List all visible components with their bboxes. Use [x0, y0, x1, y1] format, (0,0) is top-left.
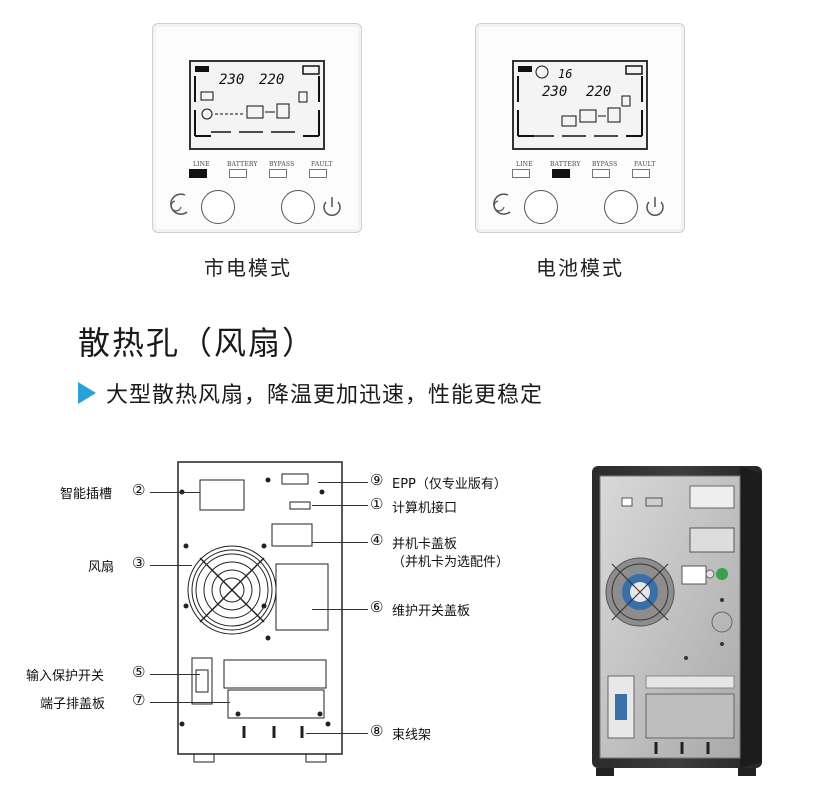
svg-text:230: 230 [219, 72, 244, 88]
line-mode-caption: 市电模式 [204, 256, 292, 280]
callout-input-breaker: 输入保护开关 [26, 669, 105, 684]
led-line [189, 169, 207, 178]
leader-line [312, 542, 368, 543]
num-2: ② [132, 481, 146, 499]
leader-line [318, 482, 368, 483]
battery-mode-panel: 16 230 220 LINE BATTERY BYPASS FAULT [475, 23, 685, 233]
leader-line [150, 674, 200, 675]
callout-parallel-card-note: （并机卡为选配件） [392, 555, 510, 570]
led-label-fault: FAULT [311, 161, 333, 168]
leader-line [150, 492, 200, 493]
triangle-bullet-icon [78, 382, 96, 404]
led-label-battery: BATTERY [550, 161, 581, 168]
line-mode-panel: 230 220 LINE BATTERY BYPASS FAULT [152, 23, 362, 233]
callout-computer-interface: 计算机接口 [392, 501, 458, 516]
battery-mode-caption: 电池模式 [536, 256, 624, 280]
feature-bullet: 大型散热风扇，降温更加迅速，性能更稳定 [78, 377, 543, 409]
callout-maintenance-cover: 维护开关盖板 [392, 604, 471, 619]
svg-text:16: 16 [558, 67, 572, 81]
led-label-battery: BATTERY [227, 161, 258, 168]
leader-line [150, 565, 192, 566]
led-line [512, 169, 530, 178]
led-fault [632, 169, 650, 178]
mute-button[interactable] [524, 190, 558, 224]
led-label-line: LINE [193, 161, 210, 168]
lcd-segments-icon: 230 220 [194, 65, 320, 137]
lcd-display: 16 230 220 [512, 60, 648, 150]
led-battery [229, 169, 247, 178]
led-label-bypass: BYPASS [592, 161, 618, 168]
svg-text:230: 230 [542, 84, 567, 100]
power-button[interactable] [281, 190, 315, 224]
mute-icon [170, 193, 188, 215]
num-3: ③ [132, 554, 146, 572]
led-fault [309, 169, 327, 178]
feature-text: 大型散热风扇，降温更加迅速，性能更稳定 [106, 383, 544, 408]
callout-fan: 风扇 [88, 560, 115, 575]
led-battery [552, 169, 570, 178]
num-9: ⑨ [370, 471, 384, 489]
lcd-segments-icon: 16 230 220 [517, 65, 643, 137]
num-1: ① [370, 495, 384, 513]
callout-cable-rack: 束线架 [392, 728, 432, 743]
num-4: ④ [370, 531, 384, 549]
num-7: ⑦ [132, 691, 146, 709]
svg-text:220: 220 [259, 72, 284, 88]
lcd-display: 230 220 [189, 60, 325, 150]
led-label-fault: FAULT [634, 161, 656, 168]
leader-line [150, 702, 230, 703]
fan-grille-icon [183, 543, 277, 635]
num-8: ⑧ [370, 722, 384, 740]
power-icon [323, 197, 341, 217]
callout-smart-slot: 智能插槽 [60, 487, 113, 502]
svg-text:220: 220 [586, 84, 611, 100]
callout-parallel-card-cover: 并机卡盖板 [392, 537, 458, 552]
num-5: ⑤ [132, 663, 146, 681]
leader-line [312, 505, 368, 506]
section-title: 散热孔（风扇） [78, 324, 317, 362]
callout-terminal-cover: 端子排盖板 [40, 697, 106, 712]
led-label-line: LINE [516, 161, 533, 168]
rear-panel-diagram [177, 461, 343, 763]
led-label-bypass: BYPASS [269, 161, 295, 168]
mute-button[interactable] [201, 190, 235, 224]
rear-photo-image [592, 466, 762, 776]
leader-line [312, 609, 368, 610]
mute-icon [493, 193, 511, 215]
leader-line [306, 733, 368, 734]
power-icon [646, 197, 664, 217]
num-6: ⑥ [370, 598, 384, 616]
callout-epp: EPP（仅专业版有） [392, 477, 507, 492]
led-bypass [592, 169, 610, 178]
power-button[interactable] [604, 190, 638, 224]
led-bypass [269, 169, 287, 178]
